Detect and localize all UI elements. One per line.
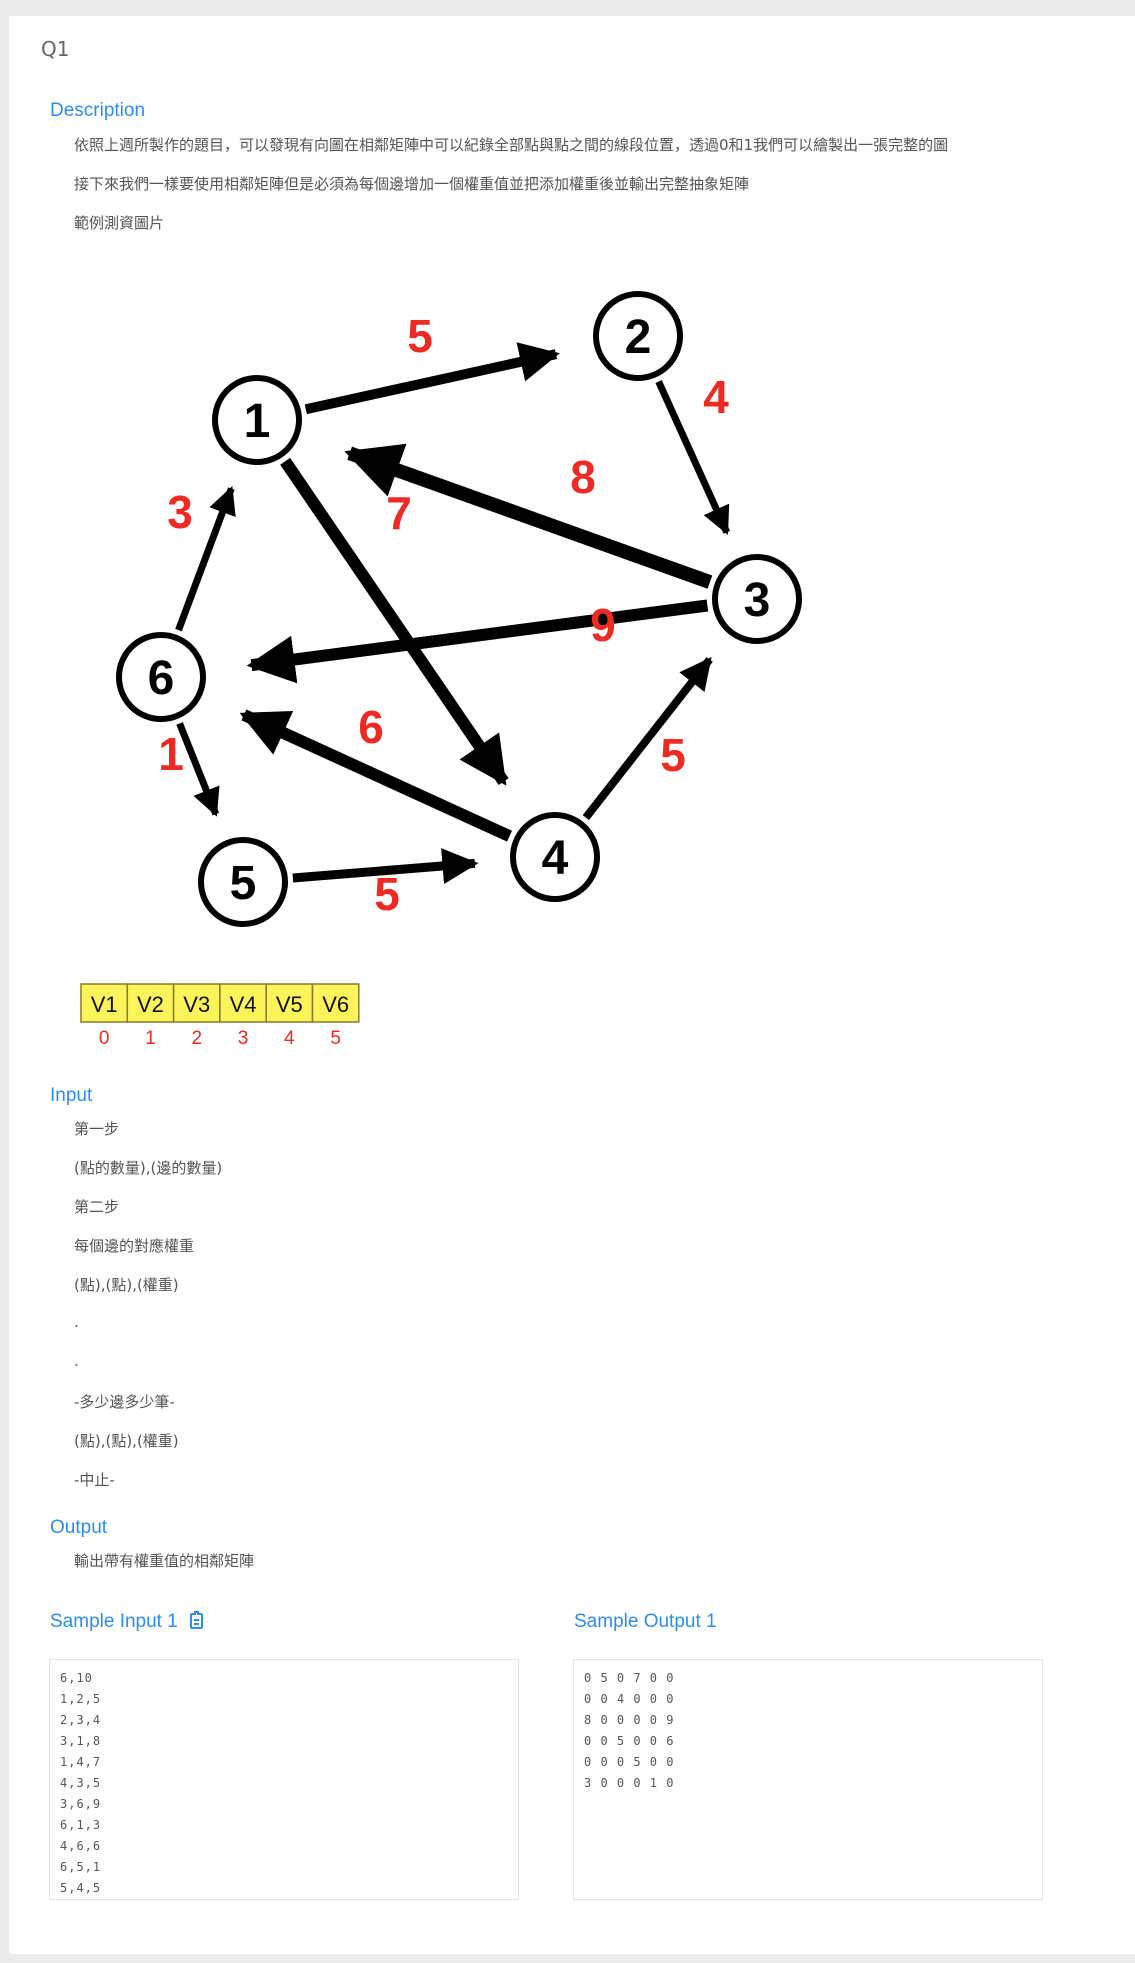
vertex-index-table: V1 0 V2 1 V3 2 V4 3 V5 4 V6 5 [80, 983, 360, 1049]
description-line: 接下來我們一樣要使用相鄰矩陣但是必須為每個邊增加一個權重值並把添加權重後並輸出完… [74, 175, 750, 193]
input-line: (點的數量),(邊的數量) [74, 1159, 223, 1177]
vertex-index-label: 1 [145, 1028, 156, 1049]
sample-input-line: 4,3,5 [60, 1776, 102, 1790]
sample-output-line: 0 5 0 7 0 0 [584, 1671, 675, 1685]
vertex-index-label: 3 [238, 1028, 249, 1049]
vertex-index-label: 4 [284, 1028, 295, 1049]
graph-node-1 [212, 375, 302, 465]
sample-input-line: 4,6,6 [60, 1839, 102, 1853]
input-line: -中止- [74, 1471, 115, 1489]
vertex-cell-label: V5 [276, 992, 303, 1017]
vertex-cell [311, 983, 360, 1023]
sample-input-line: 1,4,7 [60, 1755, 102, 1769]
edge-6-5 [176, 722, 220, 817]
edge-weight-label: 3 [167, 486, 193, 538]
sample-input-line: 3,6,9 [60, 1797, 102, 1811]
edge-weight-label: 1 [158, 728, 184, 780]
vertex-cell-label: V4 [230, 992, 257, 1017]
edge-1-2 [304, 342, 560, 415]
edge-1-4 [280, 457, 509, 786]
output-line: 輸出帶有權重值的相鄰矩陣 [74, 1552, 255, 1570]
vertex-index-label: 5 [330, 1028, 341, 1049]
edge-weight-label: 9 [590, 599, 616, 651]
input-line: 第一步 [74, 1120, 120, 1138]
graph-edges [175, 342, 731, 884]
input-line: 每個邊的對應權重 [74, 1237, 195, 1255]
vertex-cell-label: V2 [137, 992, 164, 1017]
edge-weight-label: 8 [570, 451, 596, 503]
clipboard-copy-icon[interactable] [189, 1611, 203, 1629]
input-line: . [74, 1313, 79, 1331]
description-line: 依照上週所製作的題目，可以發現有向圖在相鄰矩陣中可以紀錄全部點與點之間的線段位置… [74, 136, 949, 154]
graph-node-label: 6 [148, 652, 175, 705]
input-line: -多少邊多少筆- [74, 1393, 175, 1411]
edge-3-6 [246, 599, 709, 684]
sample-input-box[interactable]: 6,10 1,2,5 2,3,4 3,1,8 1,4,7 4,3,5 3,6,9 6,1,3 4… [49, 1659, 519, 1900]
graph-node-4 [510, 812, 600, 902]
sample-input-line: 6,1,3 [60, 1818, 102, 1832]
input-line: (點),(點),(權重) [74, 1432, 179, 1450]
vertex-index-label: 2 [191, 1028, 202, 1049]
sample-output-line: 0 0 5 0 0 6 [584, 1734, 675, 1748]
vertex-cell-label: V1 [91, 992, 118, 1017]
edge-weight-label: 7 [386, 487, 412, 539]
sample-output-title: Sample Output 1 [574, 1611, 717, 1632]
vertex-cell-label: V3 [183, 992, 210, 1017]
sample-input-title: Sample Input 1 [50, 1611, 203, 1633]
sample-output-line: 3 0 0 0 1 0 [584, 1776, 675, 1790]
input-line: . [74, 1352, 79, 1370]
graph-node-label: 1 [244, 395, 271, 448]
graph-node-5 [198, 837, 288, 927]
vertex-cell [172, 983, 221, 1023]
vertex-index-label: 0 [99, 1028, 110, 1049]
edge-2-3 [655, 380, 731, 535]
problem-title: Q1 [41, 37, 70, 61]
vertex-cell [80, 983, 129, 1023]
sample-input-line: 2,3,4 [60, 1713, 102, 1727]
graph-node-label: 3 [744, 574, 771, 627]
graph-node-label: 2 [625, 311, 652, 364]
edge-weight-label: 5 [407, 310, 433, 362]
input-line: (點),(點),(權重) [74, 1276, 179, 1294]
graph-node-3 [712, 554, 802, 644]
edge-weight-label: 4 [703, 371, 729, 423]
edge-weight-label: 6 [358, 701, 384, 753]
edge-3-1 [344, 443, 713, 589]
sample-output-line: 0 0 0 5 0 0 [584, 1755, 675, 1769]
edge-6-1 [175, 485, 236, 632]
input-heading: Input [50, 1085, 93, 1106]
sample-input-line: 6,10 [60, 1671, 93, 1685]
sample-input-line: 1,2,5 [60, 1692, 102, 1706]
description-line: 範例測資圖片 [74, 214, 165, 232]
input-line: 第二步 [74, 1198, 120, 1216]
sample-output-box[interactable]: 0 5 0 7 0 0 0 0 4 0 0 0 8 0 0 0 0 9 0 0 5 0… [573, 1659, 1043, 1900]
edge-5-4 [292, 848, 479, 884]
graph-node-label: 4 [542, 832, 569, 885]
sample-output-line: 8 0 0 0 0 9 [584, 1713, 675, 1727]
edge-4-3 [582, 656, 713, 821]
graph-node-label: 5 [230, 857, 257, 910]
edge-4-6 [239, 709, 513, 842]
weighted-digraph-image: 1 2 3 4 5 6 5 4 8 7 5 9 3 6 1 5 [116, 291, 802, 927]
graph-nodes: 1 2 3 4 5 6 [116, 291, 802, 927]
graph-weights: 5 4 8 7 5 9 3 6 1 5 [158, 310, 729, 920]
description-heading: Description [50, 100, 146, 121]
sample-input-line: 3,1,8 [60, 1734, 102, 1748]
vertex-cell-label: V6 [322, 992, 349, 1017]
vertex-cell [265, 983, 314, 1023]
sample-input-line: 5,4,5 [60, 1881, 102, 1895]
sample-output-line: 0 0 4 0 0 0 [584, 1692, 675, 1706]
vertex-cell [126, 983, 175, 1023]
output-heading: Output [50, 1517, 108, 1538]
graph-node-6 [116, 632, 206, 722]
graph-node-2 [593, 291, 683, 381]
edge-weight-label: 5 [660, 729, 686, 781]
sample-input-line: 6,5,1 [60, 1860, 102, 1874]
edge-weight-label: 5 [374, 868, 400, 920]
sample-input-title-text: Sample Input 1 [50, 1611, 178, 1632]
